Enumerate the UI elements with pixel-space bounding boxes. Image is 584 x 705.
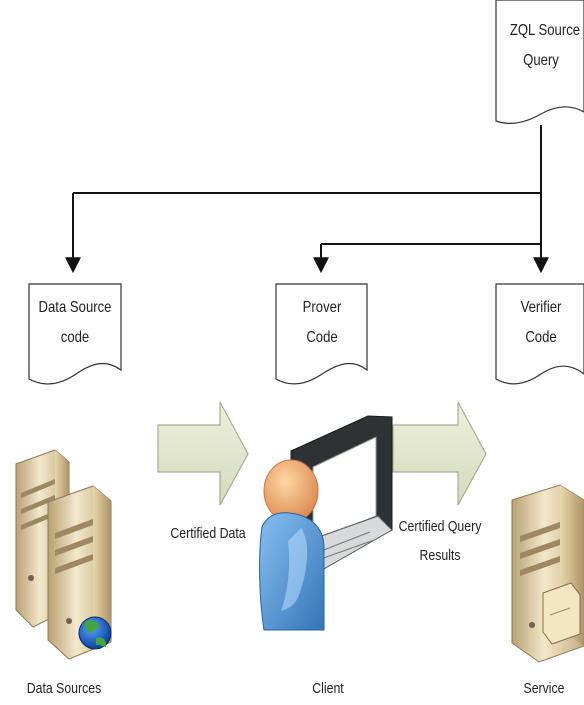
prover-code-line2: Code <box>306 329 338 346</box>
client-person-laptop-icon <box>259 415 393 631</box>
certified-query-results-flow-arrow <box>392 401 487 506</box>
certified-data-text: Certified Data <box>170 525 246 542</box>
zql-query-document-icon <box>495 0 584 124</box>
zql-query-line1: ZQL Source <box>509 22 581 39</box>
data-source-code-line1: Data Source <box>38 299 112 316</box>
service-text: Service <box>523 680 565 697</box>
certified-data-label: Certified Data <box>166 525 250 543</box>
certified-data-flow-arrow <box>157 401 249 506</box>
data-sources-server-icon <box>15 449 112 660</box>
certified-query-results-line2: Results <box>419 547 461 564</box>
data-sources-text: Data Sources <box>26 680 102 697</box>
data-source-code-line2: code <box>60 329 90 346</box>
prover-code-label: Prover Code <box>288 293 355 353</box>
service-server-document-icon <box>511 484 584 663</box>
verifier-code-label: Verifier Code <box>510 293 572 353</box>
verifier-code-document-icon <box>495 283 584 385</box>
zql-query-label: ZQL Source Query <box>509 16 581 76</box>
client-text: Client <box>312 680 344 697</box>
verifier-code-line1: Verifier <box>520 299 562 316</box>
zql-query-line2: Query <box>523 52 559 69</box>
prover-code-line1: Prover <box>302 299 342 316</box>
verifier-code-line2: Code <box>525 329 557 346</box>
connector-lines <box>65 125 549 274</box>
client-label: Client <box>307 680 350 698</box>
certified-query-results-label: Certified Query Results <box>391 512 489 570</box>
service-document-icon <box>542 582 581 645</box>
service-label: Service <box>519 680 568 698</box>
data-source-code-label: Data Source code <box>36 293 113 353</box>
data-source-code-document-icon <box>28 283 122 385</box>
prover-code-document-icon <box>275 283 368 385</box>
data-sources-label: Data Sources <box>21 680 106 698</box>
certified-query-results-line1: Certified Query <box>398 518 482 535</box>
